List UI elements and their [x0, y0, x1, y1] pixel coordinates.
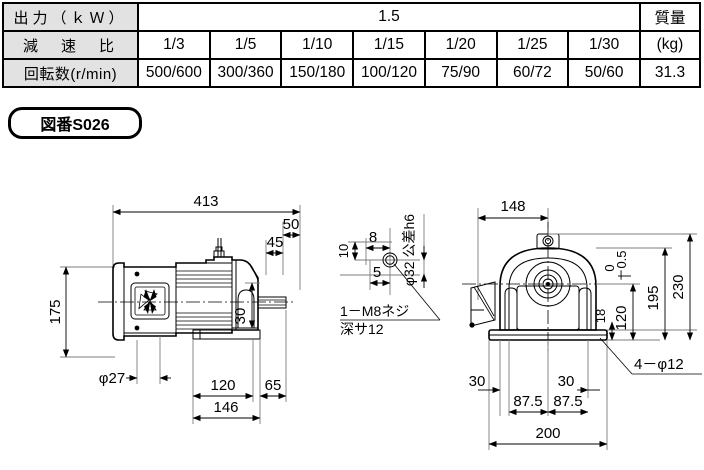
output-value: 1.5: [137, 2, 641, 32]
rpm-cell: 300/360: [208, 58, 283, 88]
tap-note-line1: 1－M8ネジ: [340, 303, 409, 319]
technical-drawing: 413 50 45 175: [0, 150, 704, 470]
row-header-output: 出力（ｋＷ）: [2, 2, 139, 32]
dim-65: 65: [265, 377, 282, 394]
dim-18: 18: [593, 309, 608, 323]
drawing-number-label: 図番S026: [40, 117, 110, 134]
row-header-ratio: 減 速 比: [2, 30, 139, 60]
dim-8: 8: [369, 229, 377, 246]
dim-146: 146: [213, 399, 238, 416]
dim-30-left: 30: [469, 373, 486, 390]
tap-note-line2: 深サ12: [340, 321, 384, 337]
row-header-rpm: 回転数(r/min): [2, 58, 139, 88]
dim-120: 120: [613, 305, 630, 330]
dim-200: 200: [535, 425, 560, 442]
dim-phi27: φ27: [99, 370, 125, 387]
front-view-geometry: 148 230: [462, 198, 702, 450]
ratio-cell: 1/25: [495, 30, 570, 60]
dim-120: 120: [210, 377, 235, 394]
drawing-number-badge: 図番S026: [8, 107, 142, 139]
rpm-cell: 60/72: [495, 58, 570, 88]
dim-195: 195: [645, 285, 662, 310]
dim-45: 45: [267, 234, 284, 251]
specification-table: 出力（ｋＷ） 1.5 質量 減 速 比 1/3 1/5 1/10 1/15 1/…: [2, 2, 701, 88]
bolt-hole-note: 4－φ12: [634, 356, 684, 373]
ratio-cell: 1/10: [280, 30, 355, 60]
dim-87-5-left: 87.5: [513, 393, 542, 410]
label-phi32-h6: φ32 公差h6: [401, 214, 417, 286]
table-row-rpm: 回転数(r/min) 500/600 300/360 150/180 100/1…: [2, 58, 701, 88]
rpm-cell: 100/120: [352, 58, 426, 88]
ratio-cell: 1/20: [423, 30, 498, 60]
rpm-cell: 75/90: [423, 58, 498, 88]
tolerance-lower: －0.5: [614, 250, 629, 281]
mass-unit: (kg): [639, 30, 701, 60]
mass-value: 31.3: [639, 58, 701, 88]
dim-175: 175: [47, 299, 64, 324]
table-row-output: 出力（ｋＷ） 1.5 質量: [2, 2, 701, 32]
rpm-cell: 500/600: [137, 58, 211, 88]
mitsubishi-logo-icon: [138, 289, 158, 314]
rpm-cell: 50/60: [567, 58, 641, 88]
mass-header: 質量: [639, 2, 701, 32]
shaft-end-detail-view: 8 10 5 φ32 公差h6 1－M8ネジ 深サ12: [336, 214, 441, 337]
dim-87-5-right: 87.5: [553, 393, 582, 410]
rpm-cell: 150/180: [280, 58, 355, 88]
dim-148: 148: [500, 198, 525, 215]
dim-30-side: 30: [232, 308, 249, 325]
dim-50: 50: [283, 216, 300, 233]
tolerance-upper: 0: [602, 264, 617, 271]
dim-413: 413: [193, 193, 218, 210]
table-row-ratio: 減 速 比 1/3 1/5 1/10 1/15 1/20 1/25 1/30 (…: [2, 30, 701, 60]
ratio-cell: 1/5: [208, 30, 283, 60]
ratio-cell: 1/3: [137, 30, 211, 60]
dim-5: 5: [373, 264, 381, 281]
side-view-geometry: 413 50 45 175: [47, 193, 301, 424]
ratio-cell: 1/30: [567, 30, 641, 60]
ratio-cell: 1/15: [352, 30, 426, 60]
dim-30-right: 30: [558, 373, 575, 390]
dim-230: 230: [670, 274, 687, 299]
dim-10: 10: [336, 244, 351, 258]
